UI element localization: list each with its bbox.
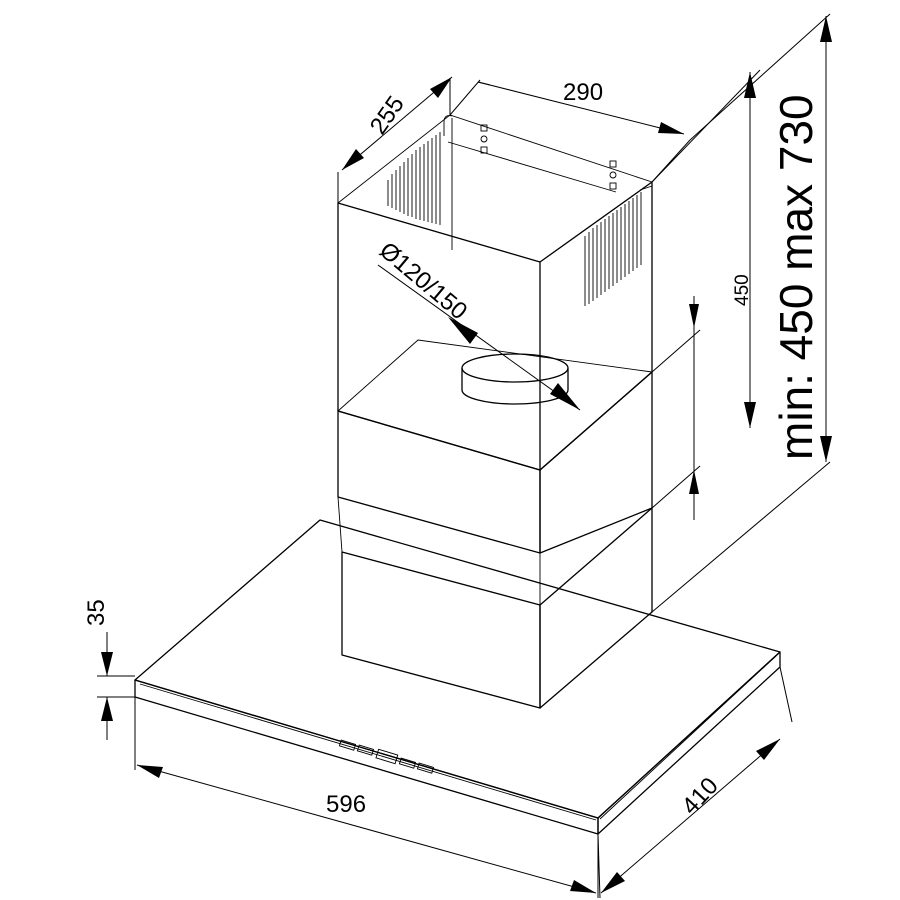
mounting-hole xyxy=(480,124,488,132)
dim-596 xyxy=(134,697,599,898)
dim-255 xyxy=(337,76,453,203)
dim-outlet xyxy=(377,264,581,411)
label-height-range: min: 450 max 730 xyxy=(770,94,822,460)
mounting-hole xyxy=(480,146,488,154)
control-button xyxy=(338,739,357,751)
control-button xyxy=(356,744,375,756)
lower-chimney-side xyxy=(539,507,653,709)
upper-side-edge xyxy=(539,181,653,373)
label-chimney-lower: 450 xyxy=(732,274,753,306)
label-outlet: Ø120/150 xyxy=(374,237,472,325)
dim-450 xyxy=(651,296,701,520)
mounting-hole xyxy=(480,135,488,143)
label-thickness: 35 xyxy=(83,599,110,626)
label-width: 596 xyxy=(326,791,366,818)
vent-slots-left xyxy=(387,132,441,225)
control-button xyxy=(416,762,435,774)
label-depth: 410 xyxy=(677,772,724,820)
hood-canopy xyxy=(134,519,781,835)
mounting-hole xyxy=(609,160,617,168)
control-button xyxy=(398,757,417,769)
upper-front-face xyxy=(337,202,541,471)
label-chimney-width: 290 xyxy=(563,79,603,106)
dim-35 xyxy=(97,632,135,740)
lower-chimney xyxy=(341,507,653,709)
mounting-holes xyxy=(480,124,617,190)
control-panel xyxy=(338,739,435,774)
mounting-hole xyxy=(609,171,617,179)
lower-chimney-front xyxy=(341,551,541,709)
vent-slots-right xyxy=(584,192,642,306)
label-chimney-depth: 255 xyxy=(365,91,410,139)
hood-top-face xyxy=(134,519,781,819)
middle-front-face xyxy=(337,410,541,554)
exhaust-outlet xyxy=(461,353,569,405)
dim-410 xyxy=(597,666,793,899)
dim-height-range xyxy=(651,13,832,613)
control-display xyxy=(375,748,399,765)
dim-450-total xyxy=(651,69,761,428)
mounting-hole xyxy=(609,182,617,190)
upper-chimney xyxy=(337,114,653,605)
